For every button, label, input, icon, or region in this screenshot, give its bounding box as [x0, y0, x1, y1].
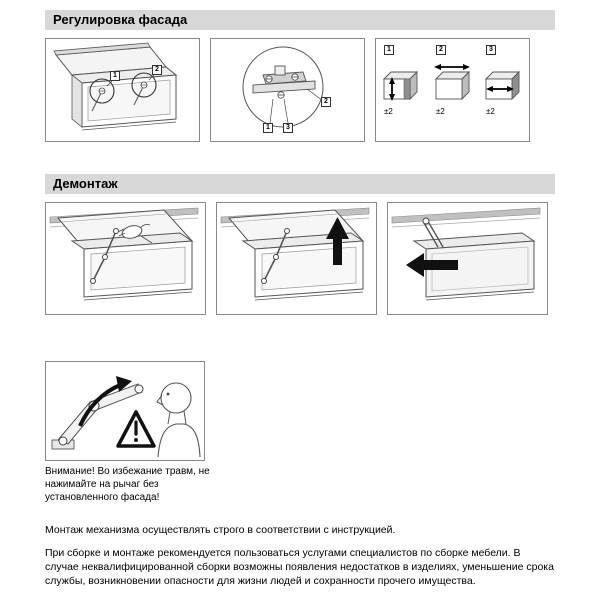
adjust-cabinet-illustration	[53, 42, 178, 131]
marker-1: 1	[263, 123, 273, 133]
warning-caption: Внимание! Во избежание травм, не нажимай…	[45, 466, 210, 503]
marker-1: 1	[110, 71, 120, 81]
tolerance-label: ±2	[436, 107, 445, 116]
section-title-dismantle: Демонтаж	[53, 176, 118, 191]
adjust-point-right-circle	[131, 72, 157, 98]
lift-arm	[422, 217, 444, 248]
adjust-illustration-row: 1 2 2 1 3	[45, 38, 555, 142]
adjust-directions-illustration	[382, 64, 521, 101]
lift-arm	[261, 228, 290, 284]
marker-2: 2	[321, 97, 331, 107]
panel-adjust-cabinet: 1 2	[45, 38, 200, 142]
marker-2: 2	[436, 45, 446, 55]
marker-3: 3	[486, 45, 496, 55]
assembly-note-line: Монтаж механизма осуществлять строго в с…	[45, 524, 396, 536]
lift-arm	[90, 228, 119, 284]
section-header-dismantle: Демонтаж	[45, 174, 555, 194]
panel-warning	[45, 361, 205, 461]
ceiling-strip	[391, 207, 541, 224]
vertical-arrow-icon	[389, 77, 395, 84]
cube-side-adjust	[434, 64, 471, 101]
marker-3: 3	[283, 123, 293, 133]
horizontal-arrow-icon	[434, 64, 441, 70]
dismantle-illustration-row	[45, 202, 555, 315]
adjust-detail-illustration	[242, 46, 324, 128]
marker-1: 1	[384, 45, 394, 55]
marker-2: 2	[152, 65, 162, 75]
up-arrow-icon	[326, 217, 349, 265]
motion-arrow-icon	[78, 376, 132, 427]
cube-depth-adjust	[484, 70, 521, 101]
panel-dismantle-step2	[216, 202, 377, 315]
tolerance-label: ±2	[384, 107, 393, 116]
depth-arrow-icon	[486, 86, 493, 92]
dismantle-step3-illustration	[391, 207, 541, 301]
cube-height-adjust	[382, 70, 419, 101]
warning-illustration	[51, 376, 201, 458]
tolerance-label: ±2	[486, 107, 495, 116]
hand-icon	[117, 223, 153, 244]
panel-adjust-detail: 2 1 3	[210, 38, 365, 142]
dismantle-step2-illustration	[220, 207, 370, 301]
warning-triangle-icon	[116, 410, 156, 448]
person-head-icon	[156, 382, 201, 458]
panel-dismantle-step3	[387, 202, 548, 315]
left-arrow-icon	[406, 253, 458, 277]
adjust-point-left-circle	[89, 78, 115, 104]
dismantle-step1-illustration	[49, 207, 199, 301]
section-title-adjust: Регулировка фасада	[53, 12, 188, 27]
section-header-adjust: Регулировка фасада	[45, 10, 555, 30]
panel-dismantle-step1	[45, 202, 206, 315]
assembly-note-paragraph: При сборке и монтаже рекомендуется польз…	[45, 547, 554, 588]
panel-adjust-tolerances: 1 2 3 ±2 ±2 ±2	[375, 38, 530, 142]
